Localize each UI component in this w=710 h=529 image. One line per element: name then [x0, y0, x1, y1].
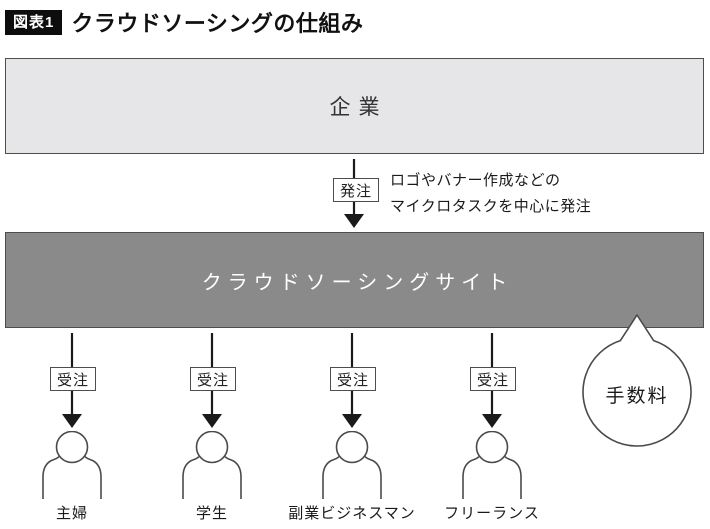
crowdsourcing-site-box: クラウドソーシングサイト [5, 232, 704, 328]
company-box: 企業 [5, 58, 704, 154]
fee-bubble-label: 手数料 [605, 386, 669, 407]
fee-bubble-icon [582, 314, 692, 447]
person-icon [182, 431, 242, 499]
order-note: ロゴやバナー作成などの マイクロタスクを中心に発注 [390, 168, 591, 220]
header: 図表1 クラウドソーシングの仕組み [5, 6, 363, 38]
crowdsourcing-site-label: クラウドソーシングサイト [201, 271, 514, 294]
receive-label: 受注 [50, 367, 96, 391]
person-icon [462, 431, 522, 499]
order-note-line1: ロゴやバナー作成などの [390, 172, 561, 189]
worker-label-housewife: 主婦 [55, 505, 88, 522]
worker-label-student: 学生 [195, 505, 228, 522]
figure-badge: 図表1 [5, 9, 63, 35]
order-note-line2: マイクロタスクを中心に発注 [390, 198, 592, 215]
receive-label: 受注 [330, 367, 376, 391]
order-label: 発注 [333, 178, 379, 202]
person-icon [322, 431, 382, 499]
receive-label: 受注 [190, 367, 236, 391]
company-box-label: 企業 [329, 96, 388, 119]
receive-label: 受注 [470, 367, 516, 391]
worker-label-freelance: フリーランス [444, 505, 540, 522]
page-title: クラウドソーシングの仕組み [71, 11, 364, 36]
person-icon [42, 431, 102, 499]
worker-label-sidejob: 副業ビジネスマン [288, 505, 416, 522]
